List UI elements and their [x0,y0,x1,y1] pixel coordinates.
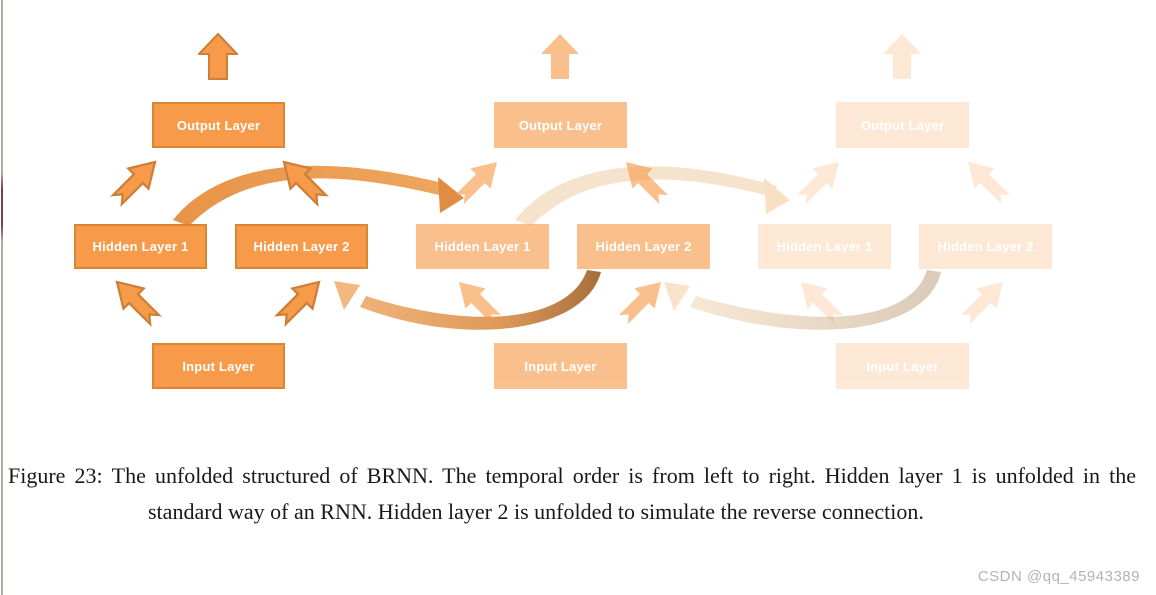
input-layer-label: Input Layer [182,358,255,374]
figure-caption-text: The unfolded structured of BRNN. The tem… [111,463,1136,524]
diagonal-arrow-icon [801,282,844,325]
hidden-layer-2-box: Hidden Layer 2 [235,224,368,269]
up-arrow-icon [883,34,921,79]
diagonal-arrow-icon [459,282,502,325]
timestep-column-1: Output Layer Hidden Layer 1 Hidden Layer… [48,33,388,393]
input-layer-box: Input Layer [836,343,969,389]
page-edge-accent [1,172,3,242]
hidden-layer-2-box: Hidden Layer 2 [919,224,1052,269]
input-layer-label: Input Layer [524,358,597,374]
diagonal-arrow-icon [618,282,661,325]
output-layer-box: Output Layer [152,102,285,148]
hidden-layer-2-label: Hidden Layer 2 [937,239,1034,254]
hidden-layer-2-box: Hidden Layer 2 [577,224,710,269]
hidden-layer-2-label: Hidden Layer 2 [595,239,692,254]
diagonal-arrow-icon [115,280,163,328]
reverse-connection-arrow [334,270,601,330]
timestep-column-2: Output Layer Hidden Layer 1 Hidden Layer… [390,33,730,393]
hidden-layer-1-box: Hidden Layer 1 [74,224,207,269]
hidden-layer-1-label: Hidden Layer 1 [92,239,189,254]
page-edge-line [1,0,3,595]
input-layer-box: Input Layer [494,343,627,389]
connection-arrows-layer [173,165,941,330]
figure-caption: Figure 23: The unfolded structured of BRN… [8,458,1136,529]
diagonal-arrow-icon [109,160,157,208]
hidden-layer-2-label: Hidden Layer 2 [253,239,350,254]
output-layer-label: Output Layer [518,117,603,133]
diagonal-arrow-icon [796,162,839,205]
timestep-column-3: Output Layer Hidden Layer 1 Hidden Layer… [732,33,1072,393]
diagonal-arrow-icon [273,280,321,328]
input-layer-box: Input Layer [152,343,285,389]
hidden-layer-1-box: Hidden Layer 1 [758,224,891,269]
output-layer-label: Output Layer [860,117,945,133]
forward-connection-arrow-faded [515,166,790,226]
input-layer-label: Input Layer [866,358,939,374]
forward-connection-arrow [173,165,464,226]
up-arrow-icon [198,33,238,80]
brnn-diagram: Output Layer Hidden Layer 1 Hidden Layer… [48,33,1072,393]
output-layer-label: Output Layer [176,117,261,133]
reverse-connection-arrow-faded [664,270,941,330]
hidden-layer-1-label: Hidden Layer 1 [434,239,531,254]
diagonal-arrow-icon [968,162,1011,205]
diagonal-arrow-icon [626,162,669,205]
diagonal-arrow-icon [282,160,330,208]
figure-caption-number: Figure 23: [8,463,103,488]
diagonal-arrow-icon [960,282,1003,325]
up-arrow-icon [541,34,579,79]
csdn-watermark: CSDN @qq_45943389 [977,568,1140,585]
output-layer-box: Output Layer [494,102,627,148]
hidden-layer-1-box: Hidden Layer 1 [416,224,549,269]
hidden-layer-1-label: Hidden Layer 1 [776,239,873,254]
diagonal-arrow-icon [454,162,497,205]
output-layer-box: Output Layer [836,102,969,148]
